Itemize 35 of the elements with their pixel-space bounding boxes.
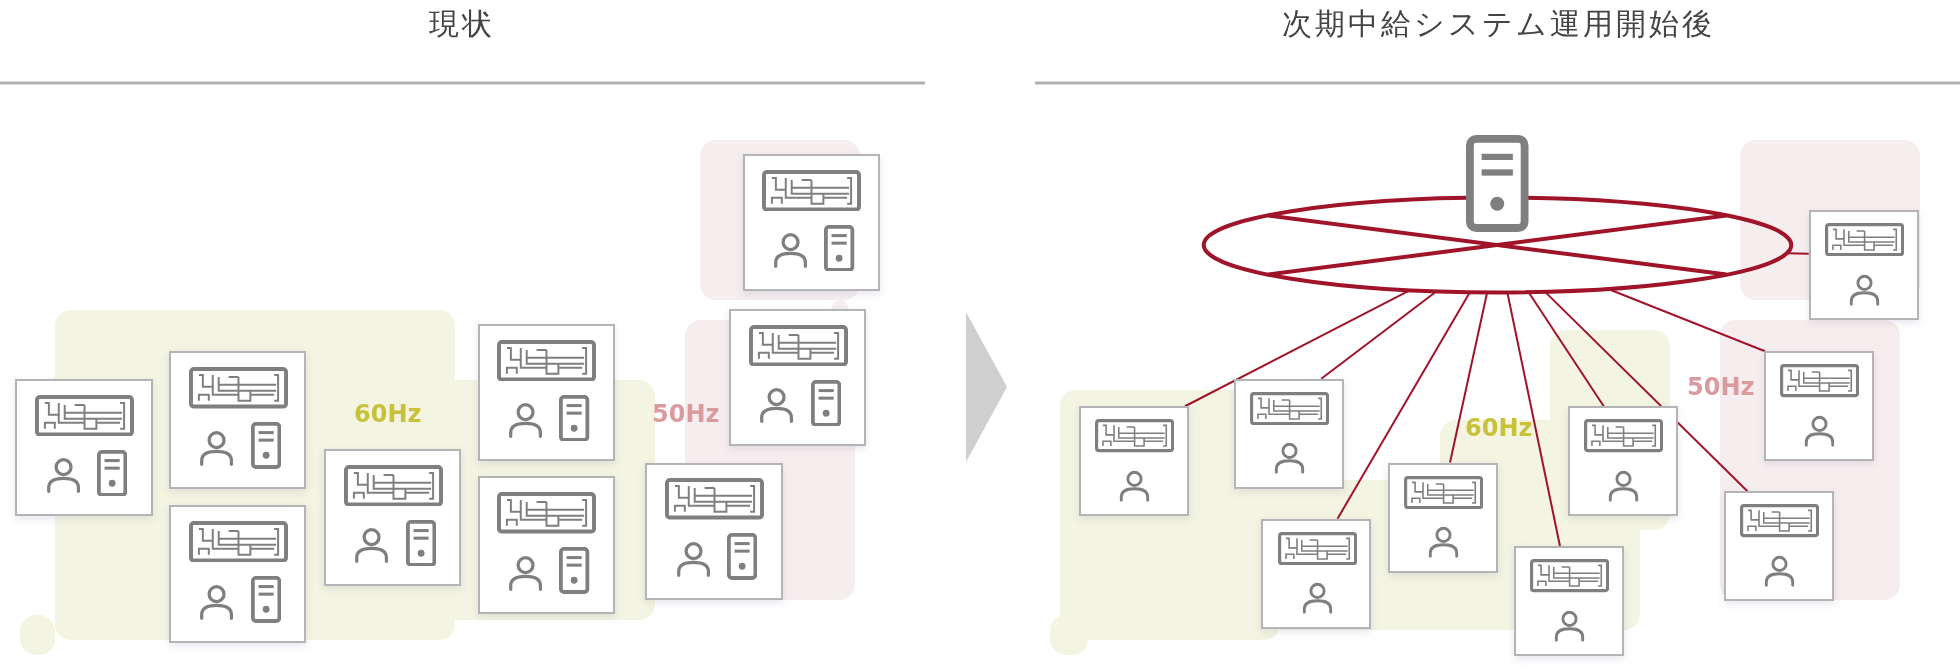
terminal-card <box>1261 518 1372 629</box>
connector-line <box>1449 291 1489 464</box>
frequency-label: 50Hz <box>652 400 720 428</box>
terminal-card <box>477 323 615 462</box>
terminal-card <box>1567 406 1678 517</box>
terminal-card <box>742 153 880 292</box>
terminal-card <box>1513 546 1624 657</box>
network-ring <box>1201 195 1794 295</box>
terminal-card <box>1763 351 1874 462</box>
connector-line <box>1506 291 1561 548</box>
connector-line <box>1527 291 1605 408</box>
terminal-card <box>1387 462 1498 573</box>
connector-line <box>1320 290 1438 380</box>
frequency-label: 50Hz <box>1687 373 1755 401</box>
connector-line <box>1544 290 1749 493</box>
frequency-label: 60Hz <box>354 400 422 428</box>
terminal-card <box>1808 210 1919 320</box>
terminal-card <box>1078 406 1189 517</box>
terminal-card <box>1723 491 1834 602</box>
server-icon <box>1466 135 1529 232</box>
terminal-card <box>168 505 307 643</box>
terminal-card <box>645 462 783 600</box>
section-heading: 次期中給システム運用開始後 <box>1281 5 1715 43</box>
terminal-card <box>1233 378 1344 489</box>
terminal-card <box>15 378 153 517</box>
connector-line <box>1785 252 1810 255</box>
connector-line <box>1336 291 1471 520</box>
terminal-card <box>477 476 615 614</box>
section-heading: 現状 <box>429 5 495 43</box>
terminal-card <box>168 351 307 489</box>
connector-line <box>1184 289 1411 408</box>
terminal-card <box>728 308 867 447</box>
terminal-card <box>323 448 462 587</box>
connector-line <box>1607 288 1766 353</box>
frequency-label: 60Hz <box>1465 414 1533 442</box>
